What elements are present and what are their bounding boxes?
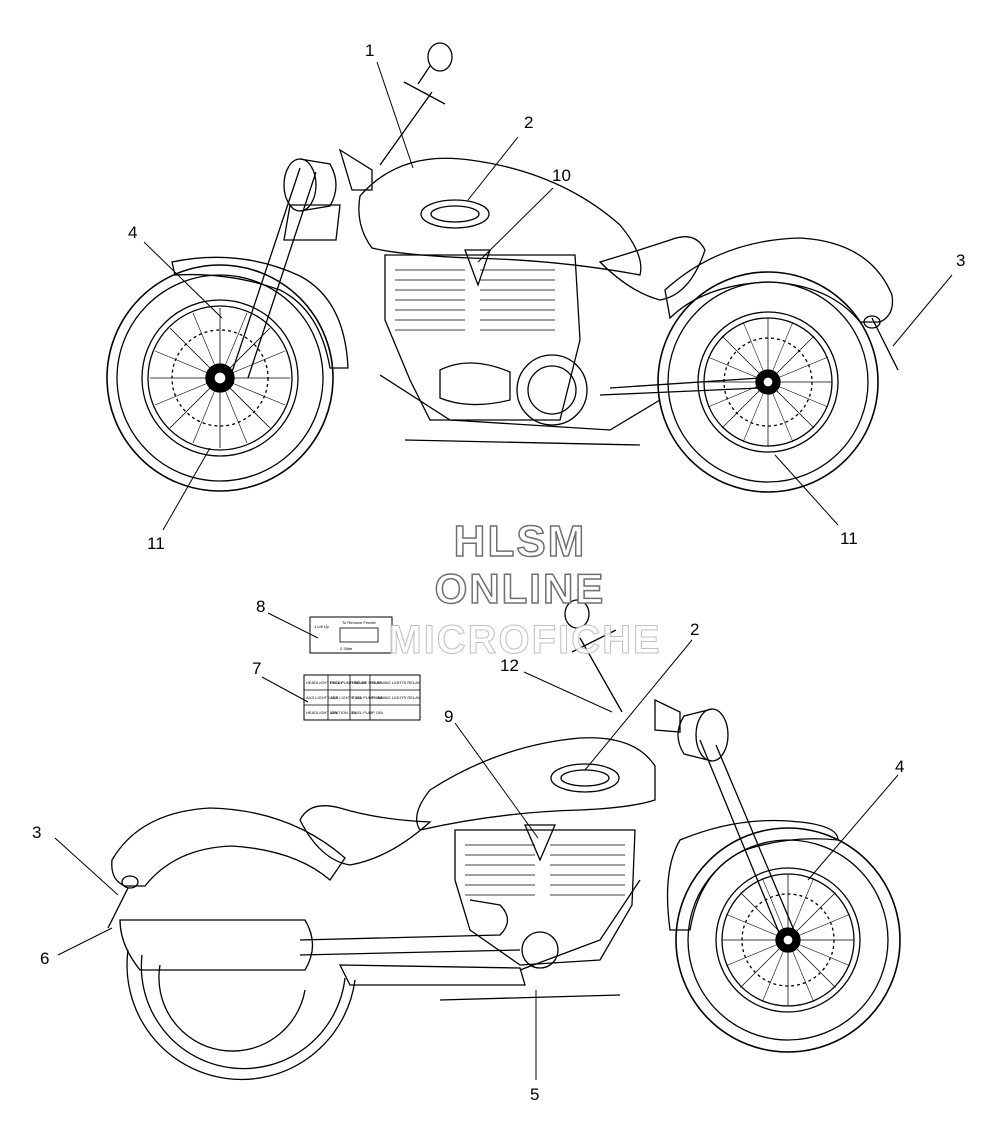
- callout-top-1: 1: [365, 41, 375, 60]
- decal-8-line3: 2 Slide: [340, 646, 353, 651]
- decal-7-cell: FUEL PUMP 15A: [352, 695, 383, 700]
- decal-7-cell: RUNNING LIGHTS RELAY: [372, 695, 420, 700]
- watermark-line1: HLSM: [453, 517, 587, 566]
- bottom-front-wheel: [675, 827, 901, 1053]
- callout-bot-6: 6: [40, 949, 50, 968]
- decal-7-cell: IGNITION 15A: [330, 710, 356, 715]
- callout-bot-8: 8: [256, 597, 266, 616]
- decal-8-line2: 1 Lift Up: [314, 624, 330, 629]
- callout-bot-9: 9: [444, 707, 454, 726]
- decal-7-cell: FUEL PUMP RELAY: [330, 680, 367, 685]
- decal-7-cell: ENGINE RELAY: [352, 680, 382, 685]
- decal-7-cell: HEADLIGHT 15A: [306, 710, 337, 715]
- callout-top-11-left: 11: [147, 534, 165, 553]
- callout-top-4: 4: [128, 223, 138, 242]
- top-rear-wheel: [657, 271, 879, 493]
- top-front-wheel: [106, 264, 334, 492]
- callout-top-2: 2: [524, 113, 534, 132]
- watermark-line2: ONLINE: [434, 565, 606, 612]
- top-motorcycle: [106, 42, 899, 493]
- callout-bot-5: 5: [530, 1085, 540, 1104]
- callout-bot-7: 7: [252, 659, 262, 678]
- bottom-rear-wheel: [126, 949, 356, 1081]
- callout-top-3: 3: [956, 251, 966, 270]
- decal-7-cell: FUEL PUMP 15A: [352, 710, 383, 715]
- decal-7-cell: AUX LIGHTS 15A: [330, 695, 362, 700]
- decal-7-cell: AUX LIGHTS 15A: [306, 695, 338, 700]
- decal-7: HEADLIGHT RELAY FUEL PUMP RELAY ENGINE R…: [303, 674, 421, 721]
- leader-lines: [54, 61, 953, 1080]
- watermark-line3: MICROFICHE: [388, 618, 662, 662]
- callout-bot-4: 4: [895, 757, 905, 776]
- callout-bot-3: 3: [32, 823, 42, 842]
- decal-8-line1: To Remove Fender: [342, 620, 377, 625]
- callout-top-11-right: 11: [840, 529, 858, 548]
- callout-bot-2: 2: [690, 620, 700, 639]
- decal-7-cell: RUNNING LIGHTS RELAY: [372, 680, 420, 685]
- decal-8: To Remove Fender 1 Lift Up 2 Slide: [309, 616, 393, 654]
- bottom-motorcycle: [107, 599, 901, 1081]
- callout-bot-12: 12: [500, 656, 519, 675]
- callout-top-10: 10: [552, 166, 571, 185]
- decal-7-cell: HEADLIGHT RELAY: [306, 680, 343, 685]
